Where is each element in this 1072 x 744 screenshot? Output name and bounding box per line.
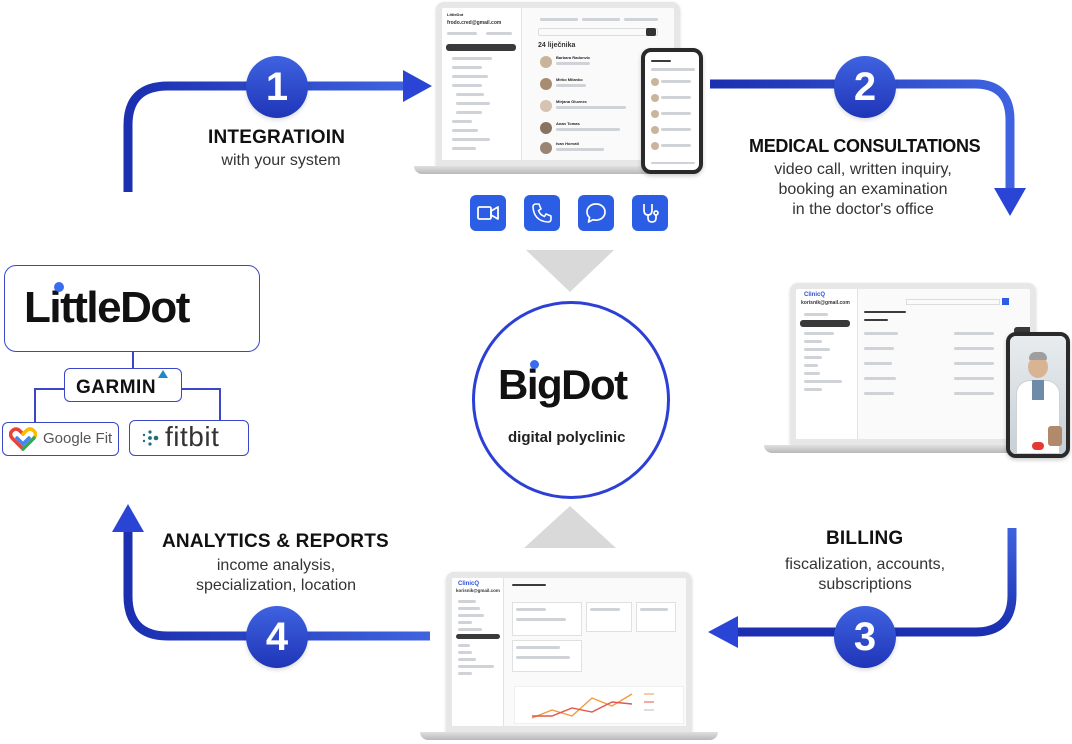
fitbit-logo: fitbit bbox=[165, 421, 220, 452]
arrow-head-4 bbox=[112, 504, 144, 532]
phone-icon[interactable] bbox=[524, 195, 560, 231]
user-email: korisnik@gmail.com bbox=[456, 588, 500, 593]
step-3-number: 3 bbox=[834, 606, 896, 668]
step-2-desc-line: booking an examination bbox=[778, 181, 948, 198]
step-3-desc: fiscalization, accounts, subscriptions bbox=[770, 555, 960, 595]
bigdot-center-circle bbox=[472, 301, 670, 499]
littledot-logo: LittleDot bbox=[24, 283, 190, 332]
littledot-logo-box bbox=[4, 265, 260, 352]
connector-line bbox=[34, 388, 64, 390]
step-2-title: MEDICAL CONSULTATIONS bbox=[749, 136, 981, 156]
step-4-desc-line: income analysis, bbox=[216, 557, 336, 574]
bigdot-logo: BigDot bbox=[498, 361, 628, 408]
billing-sidebar: ClinicQ korisnik@gmail.com bbox=[796, 289, 858, 439]
pointer-from-bottom bbox=[524, 506, 616, 548]
video-call-phone bbox=[1006, 332, 1070, 458]
step-4-desc: income analysis, specialization, locatio… bbox=[176, 556, 376, 596]
step-3-title: BILLING bbox=[826, 528, 904, 549]
doctor-name: Barbara Radonvic bbox=[556, 55, 591, 60]
step-2-desc-line: in the doctor's office bbox=[792, 201, 934, 218]
step-1-number: 1 bbox=[246, 56, 308, 118]
connector-line bbox=[132, 352, 134, 368]
connector-line bbox=[182, 388, 220, 390]
laptop-base-bottom bbox=[420, 732, 718, 740]
clinicq-logo: ClinicQ bbox=[458, 581, 480, 587]
garmin-triangle-icon bbox=[158, 370, 168, 378]
bigdot-subtitle: digital polyclinic bbox=[508, 429, 626, 446]
garmin-logo: GARMIN bbox=[76, 377, 157, 398]
user-email: korisnik@gmail.com bbox=[801, 300, 850, 306]
bigdot-logo-dot bbox=[530, 360, 539, 369]
chat-bubble-icon[interactable] bbox=[578, 195, 614, 231]
laptop-base-top bbox=[414, 166, 702, 174]
step-3-desc-line: fiscalization, accounts, bbox=[784, 556, 946, 573]
step-1-desc: with your system bbox=[196, 151, 366, 171]
analytics-app-screenshot: ClinicQ korisnik@gmail.com bbox=[446, 572, 692, 732]
billing-app-screenshot: ClinicQ korisnik@gmail.com bbox=[790, 283, 1036, 445]
arrow-head-3 bbox=[708, 616, 738, 648]
step-3-desc-line: subscriptions bbox=[818, 576, 912, 593]
arrow-head-1 bbox=[403, 70, 432, 102]
consultation-app-screenshot: LittleDot frodo.cred@gmail.com 24 liječn… bbox=[436, 2, 680, 166]
arrow-step-1 bbox=[123, 81, 405, 192]
arrow-step-3 bbox=[735, 528, 1017, 637]
stethoscope-icon[interactable] bbox=[632, 195, 668, 231]
googlefit-heart-icon bbox=[9, 427, 37, 451]
connector-line bbox=[34, 388, 36, 422]
clinicq-logo: ClinicQ bbox=[804, 292, 826, 298]
connector-line bbox=[219, 388, 221, 422]
doctor-head bbox=[1028, 356, 1048, 378]
step-4-title: ANALYTICS & REPORTS bbox=[162, 531, 389, 552]
video-camera-icon[interactable] bbox=[470, 195, 506, 231]
doctor-name: Anan Tomas bbox=[556, 121, 580, 126]
user-email: frodo.cred@gmail.com bbox=[447, 20, 502, 26]
step-4-number: 4 bbox=[246, 606, 308, 668]
doctor-name: Mirko Milanko bbox=[556, 77, 583, 82]
doctor-name: Ivan Horvati bbox=[556, 141, 579, 146]
laptop-base-right bbox=[764, 445, 1060, 453]
analytics-line-chart bbox=[514, 686, 684, 724]
phone-screenshot-top bbox=[641, 48, 703, 174]
step-1-title: INTEGRATIOIN bbox=[208, 127, 346, 148]
step-2-desc: video call, written inquiry, booking an … bbox=[752, 160, 974, 220]
googlefit-logo: Google Fit bbox=[43, 430, 113, 447]
fitbit-dots-icon bbox=[142, 430, 159, 446]
doctor-name: Mirjana Gluvnec bbox=[556, 99, 587, 104]
step-1-desc-line: with your system bbox=[221, 152, 341, 169]
app-sidebar: LittleDot frodo.cred@gmail.com bbox=[442, 8, 522, 160]
littledot-logo-dot bbox=[54, 282, 64, 292]
arrow-step-2 bbox=[710, 79, 1015, 190]
step-2-number: 2 bbox=[834, 56, 896, 118]
step-2-desc-line: video call, written inquiry, bbox=[774, 161, 952, 178]
googlefit-logo-box bbox=[2, 422, 119, 456]
step-4-desc-line: specialization, location bbox=[195, 577, 357, 594]
doctor-count-heading: 24 liječnika bbox=[538, 42, 576, 49]
end-call-icon[interactable] bbox=[1032, 442, 1044, 450]
pointer-from-top bbox=[526, 250, 614, 292]
arrow-step-4 bbox=[123, 530, 430, 641]
analytics-sidebar: ClinicQ korisnik@gmail.com bbox=[452, 578, 504, 726]
arrow-head-2 bbox=[994, 188, 1026, 216]
